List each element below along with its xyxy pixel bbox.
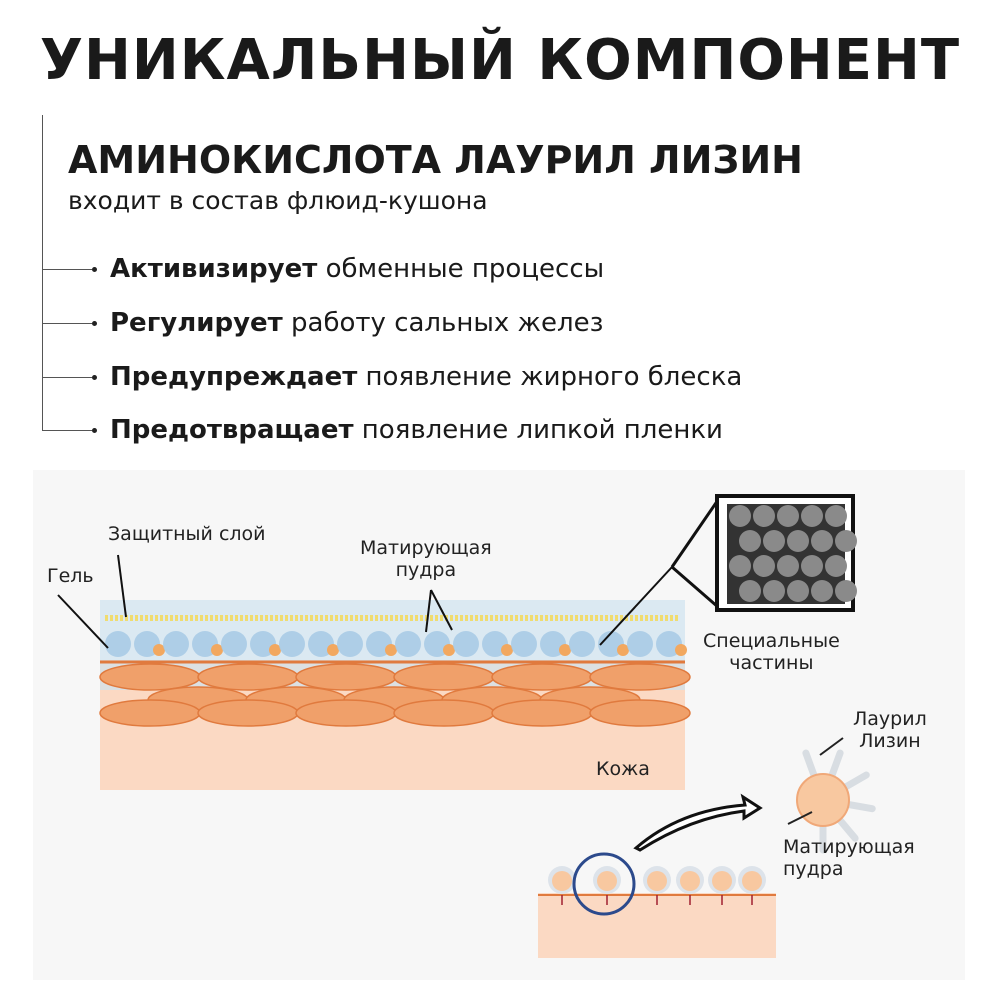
micro-particle (729, 555, 751, 577)
powder-particle (501, 644, 513, 656)
gel-bead (163, 631, 189, 657)
benefit-item: Предупреждает появление жирного блеска (110, 362, 743, 392)
powder-particle (153, 644, 165, 656)
gel-bead (627, 631, 653, 657)
powder-particle (559, 644, 571, 656)
bullet-connector (42, 267, 97, 272)
micro-particle (739, 580, 761, 602)
ingredient-title: АМИНОКИСЛОТА ЛАУРИЛ ЛИЗИН (68, 138, 803, 182)
micro-particle (811, 580, 833, 602)
ingredient-note: входит в состав флюид-кушона (68, 186, 488, 215)
micro-particle (835, 530, 857, 552)
micro-particle (777, 505, 799, 527)
powder-particle (597, 871, 617, 891)
micro-particle (787, 580, 809, 602)
label-skin: Кожа (596, 758, 650, 780)
bullet-connector (42, 375, 97, 380)
micro-particle (753, 555, 775, 577)
skin-cell (99, 699, 201, 727)
powder-particle (617, 644, 629, 656)
skin-cell (393, 699, 495, 727)
gel-bead (569, 631, 595, 657)
powder-particle (742, 871, 762, 891)
powder-particle (211, 644, 223, 656)
gel-bead (337, 631, 363, 657)
benefit-item: Регулирует работу сальных желез (110, 308, 604, 338)
micro-particle (753, 505, 775, 527)
page-title: УНИКАЛЬНЫЙ КОМПОНЕНТ (39, 28, 961, 93)
micro-particle (787, 530, 809, 552)
powder-particle (647, 871, 667, 891)
powder-particle (552, 871, 572, 891)
gel-bead (395, 631, 421, 657)
powder-particle (796, 773, 850, 827)
micro-particle (801, 555, 823, 577)
gel-bead (105, 631, 131, 657)
bullet-connector (42, 428, 97, 433)
bracket-line (42, 115, 43, 431)
micro-particle (835, 580, 857, 602)
micro-particle (763, 530, 785, 552)
label-gel: Гель (47, 565, 94, 587)
micro-particle (801, 505, 823, 527)
skin-cell (491, 663, 593, 691)
skin-cell (589, 699, 691, 727)
arrow-icon (633, 793, 763, 852)
micro-particle (825, 555, 847, 577)
powder-particle (269, 644, 281, 656)
benefit-item: Активизирует обменные процессы (110, 254, 605, 284)
powder-particle (712, 871, 732, 891)
benefit-item: Предотвращает появление липкой пленки (110, 415, 723, 445)
micro-particle (777, 555, 799, 577)
skin-cell (197, 663, 299, 691)
micro-particle (811, 530, 833, 552)
micro-particle (729, 505, 751, 527)
gel-bead (511, 631, 537, 657)
skin-cell (295, 663, 397, 691)
gel-bead (453, 631, 479, 657)
powder-particle (675, 644, 687, 656)
skin-cell (589, 663, 691, 691)
powder-particle (385, 644, 397, 656)
skin-cell (99, 663, 201, 691)
skin-cell (295, 699, 397, 727)
skin-cell (491, 699, 593, 727)
skin-cell (197, 699, 299, 727)
gel-bead (221, 631, 247, 657)
label-protective-layer: Защитный слой (108, 523, 266, 545)
micro-particle (763, 580, 785, 602)
highlight-circle (572, 852, 636, 916)
micro-particle (739, 530, 761, 552)
powder-particle (443, 644, 455, 656)
powder-particle (680, 871, 700, 891)
bullet-connector (42, 321, 97, 326)
skin-cell (393, 663, 495, 691)
micro-particle (825, 505, 847, 527)
powder-particle (327, 644, 339, 656)
gel-bead (279, 631, 305, 657)
